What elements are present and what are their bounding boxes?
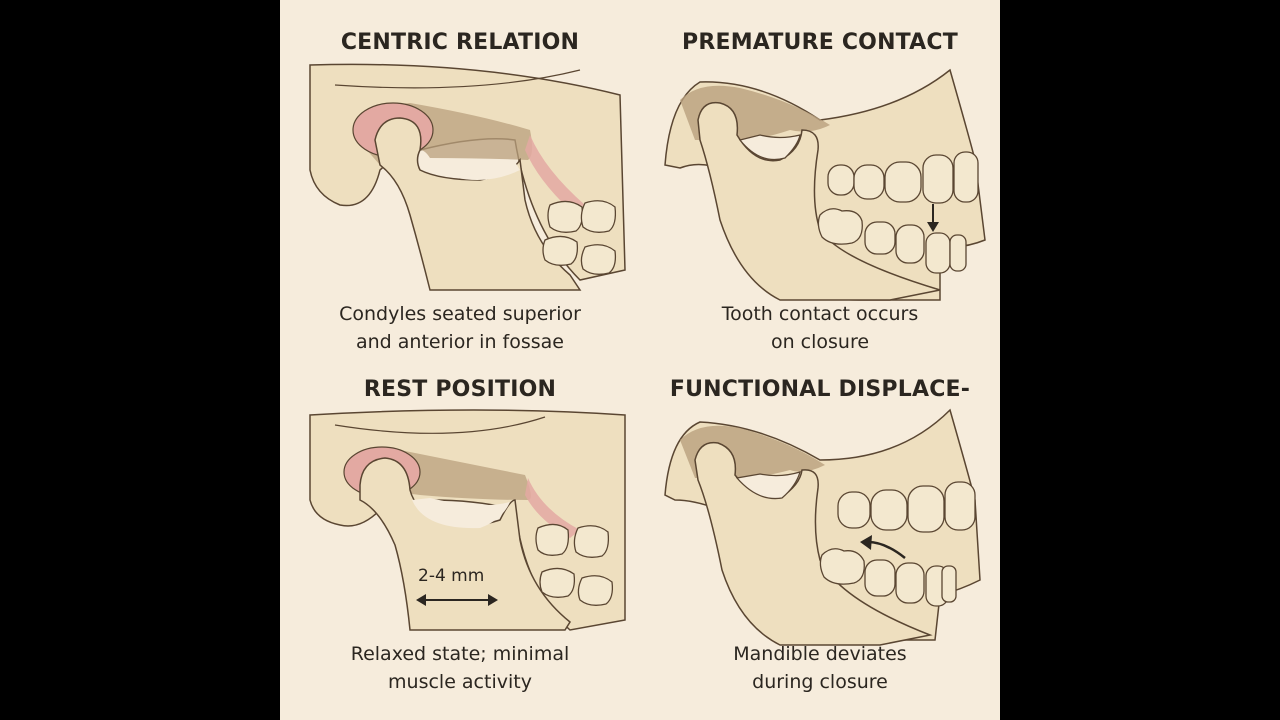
illustration-canvas: CENTRIC RELATION Condyles seated superio…: [280, 0, 1000, 720]
panel-caption-line-1: Relaxed state; minimal: [350, 643, 570, 665]
panel-title: PREMATURE CONTACT: [682, 30, 958, 55]
panel-rest-position: REST POSITION 2-4 mm Relaxed state; mini…: [280, 360, 640, 720]
panel-caption-line-1: Tooth contact occurs: [721, 303, 919, 325]
panel-title: FUNCTIONAL DISPLACE-: [669, 377, 971, 402]
premature-contact-illustration: [664, 68, 986, 301]
panel-title: CENTRIC RELATION: [340, 30, 580, 55]
centric-relation-illustration: [309, 63, 626, 291]
functional-displacement-illustration: [664, 408, 981, 646]
panel-caption-line-2: on closure: [770, 331, 870, 353]
panel-caption-line-2: muscle activity: [388, 671, 532, 693]
panel-centric-relation: CENTRIC RELATION Condyles seated superio…: [280, 0, 640, 360]
measurement-label: 2-4 mm: [418, 566, 485, 586]
panel-title: REST POSITION: [363, 377, 557, 402]
panel-caption-line-2: and anterior in fossae: [356, 331, 564, 353]
panel-caption-line-1: Condyles seated superior: [339, 303, 581, 325]
panel-caption-line-2: during closure: [752, 671, 888, 693]
panel-functional-displacement: FUNCTIONAL DISPLACE- Mandible deviates d…: [640, 360, 1000, 720]
panel-premature-contact: PREMATURE CONTACT Tooth contact occurs o…: [640, 0, 1000, 360]
rest-position-illustration: [309, 409, 626, 631]
panel-caption-line-1: Mandible deviates: [733, 643, 907, 665]
